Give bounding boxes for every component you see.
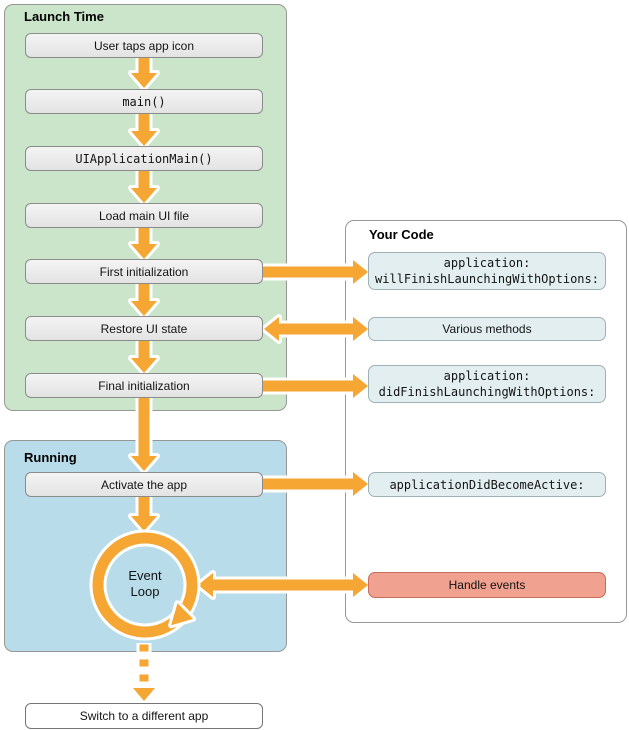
flow-arrow-activate-to-event-loop	[128, 497, 160, 534]
flow-arrow-uiapplicationmain-to-load	[128, 171, 160, 206]
flow-arrow-final-init-to-activate	[128, 398, 160, 474]
node-willfinishlaunching: application: willFinishLaunchingWithOpti…	[368, 252, 606, 290]
arrow-restore-to-various-methods	[261, 314, 371, 344]
flow-arrow-first-init-to-restore	[128, 284, 160, 319]
node-user-taps-app-icon: User taps app icon	[25, 33, 263, 58]
arrow-event-loop-to-handle-events	[195, 570, 371, 600]
node-first-initialization: First initialization	[25, 259, 263, 284]
node-load-main-ui-file: Load main UI file	[25, 203, 263, 228]
launch-time-title: Launch Time	[24, 9, 104, 24]
node-didfinishlaunching: application: didFinishLaunchingWithOptio…	[368, 365, 606, 403]
arrow-activate-to-didbecomeactive	[262, 469, 371, 499]
node-restore-ui-state: Restore UI state	[25, 316, 263, 341]
node-activate-the-app: Activate the app	[25, 472, 263, 497]
arrow-final-init-to-didfinish	[262, 371, 371, 401]
arrow-first-init-to-willfinish	[262, 257, 371, 287]
node-final-initialization: Final initialization	[25, 373, 263, 398]
flow-arrow-user-to-main	[128, 58, 160, 91]
node-switch-to-different-app: Switch to a different app	[25, 703, 263, 729]
node-main: main()	[25, 89, 263, 114]
node-uiapplicationmain: UIApplicationMain()	[25, 146, 263, 171]
node-didbecomeactive: applicationDidBecomeActive:	[368, 472, 606, 497]
event-loop-label: Event Loop	[128, 568, 162, 599]
running-title: Running	[24, 450, 77, 465]
dashed-arrow-event-loop-to-switch	[130, 643, 158, 704]
flow-arrow-restore-to-final-init	[128, 341, 160, 376]
node-various-methods: Various methods	[368, 317, 606, 341]
flow-arrow-load-to-first-init	[128, 228, 160, 262]
node-handle-events: Handle events	[368, 572, 606, 598]
your-code-title: Your Code	[369, 227, 434, 242]
event-loop-ring	[89, 529, 201, 641]
flow-arrow-main-to-uiapplicationmain	[128, 114, 160, 149]
